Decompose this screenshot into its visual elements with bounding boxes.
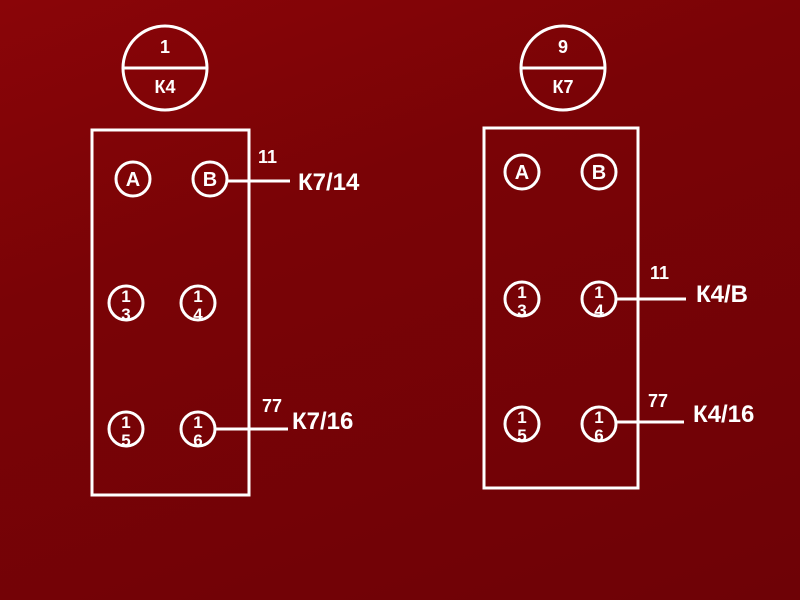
relay-k7-wire-14-number: 11 xyxy=(650,263,669,283)
relay-k7-designation: К7 xyxy=(553,77,574,97)
relay-k4-pin-a: A xyxy=(114,160,152,198)
relay-k4-pin-b: B xyxy=(191,160,229,198)
relay-k7-wire-16-target: К4/16 xyxy=(693,401,754,428)
relay-k4-number: 1 xyxy=(160,37,170,57)
relay-k7-pin-a: A xyxy=(503,153,541,191)
relay-k7-body xyxy=(482,126,640,490)
relay-k4-wire-b-number: 11 xyxy=(258,147,277,167)
relay-k4-label-circle: 1 К4 xyxy=(121,24,209,112)
relay-k4-wire-16-number: 77 xyxy=(262,396,282,416)
relay-k4-pin-a-label: A xyxy=(126,169,140,191)
relay-k4-wire-b: 11 К7/14 xyxy=(227,147,360,196)
relay-k4-wire-16-target: К7/16 xyxy=(292,408,353,435)
relay-k7-wire-14: 11 К4/B xyxy=(616,263,748,308)
relay-k4-body xyxy=(90,128,251,497)
relay-k4-wire-b-target: К7/14 xyxy=(298,169,360,196)
relay-k7-pin-a-label: A xyxy=(515,162,529,184)
relay-k7-wire-14-target: К4/B xyxy=(696,281,748,308)
relay-k4-wire-16: 77 К7/16 xyxy=(215,396,353,435)
relay-k7-wire-16: 77 К4/16 xyxy=(616,391,754,428)
relay-k7-pin-b: B xyxy=(580,153,618,191)
relay-k7-pin-b-label: B xyxy=(592,162,606,184)
relay-k7-number: 9 xyxy=(558,37,568,57)
relay-k7-label-circle: 9 К7 xyxy=(519,24,607,112)
relay-k4-pin-b-label: B xyxy=(203,169,217,191)
relay-k7-wire-16-number: 77 xyxy=(648,391,668,411)
relay-k4-designation: К4 xyxy=(155,77,176,97)
